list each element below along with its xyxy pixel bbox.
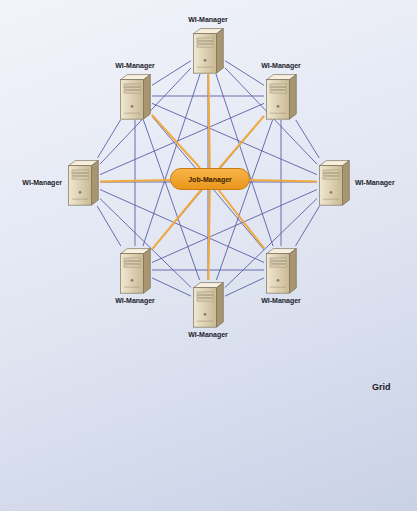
job-link bbox=[208, 190, 209, 280]
node-label: WI-Manager bbox=[188, 331, 228, 338]
job-link bbox=[250, 180, 317, 182]
mesh-link bbox=[100, 190, 264, 263]
mesh-link bbox=[216, 120, 272, 280]
mesh-link bbox=[225, 278, 264, 296]
node-label: Job-Manager bbox=[188, 176, 232, 183]
mesh-link bbox=[296, 120, 319, 158]
server-node: WI-Manager bbox=[191, 280, 225, 328]
mesh-link bbox=[152, 278, 191, 296]
grid-label: Grid bbox=[372, 382, 391, 392]
server-icon bbox=[66, 158, 100, 206]
mesh-link bbox=[135, 120, 136, 246]
server-node: WI-Manager bbox=[66, 158, 100, 206]
server-node: WI-Manager bbox=[191, 26, 225, 74]
mesh-link bbox=[143, 74, 200, 246]
node-label: WI-Manager bbox=[22, 179, 62, 186]
server-node: WI-Manager bbox=[118, 246, 152, 294]
server-icon bbox=[118, 246, 152, 294]
node-label: WI-Manager bbox=[115, 297, 155, 304]
mesh-link bbox=[152, 116, 264, 249]
server-icon bbox=[191, 280, 225, 328]
job-link bbox=[100, 180, 170, 182]
mesh-link bbox=[152, 116, 264, 249]
node-label: WI-Manager bbox=[188, 16, 228, 23]
server-node: WI-Manager bbox=[118, 72, 152, 120]
mesh-link bbox=[152, 61, 191, 86]
mesh-link bbox=[100, 68, 191, 164]
node-label: WI-Manager bbox=[261, 62, 301, 69]
mesh-link bbox=[295, 206, 319, 246]
job-link bbox=[152, 115, 200, 168]
node-label: WI-Manager bbox=[355, 179, 395, 186]
mesh-link bbox=[216, 74, 273, 246]
node-label: WI-Manager bbox=[115, 62, 155, 69]
manager-pill: Job-Manager bbox=[170, 168, 250, 190]
server-node: WI-Manager bbox=[264, 72, 298, 120]
job-link bbox=[219, 116, 264, 168]
mesh-link bbox=[97, 206, 121, 246]
mesh-link bbox=[225, 68, 317, 164]
job-link bbox=[152, 190, 201, 249]
server-node: WI-Manager bbox=[317, 158, 351, 206]
mesh-link bbox=[225, 61, 264, 86]
server-icon bbox=[191, 26, 225, 74]
job-link bbox=[208, 74, 209, 168]
mesh-link bbox=[98, 120, 121, 158]
server-icon bbox=[317, 158, 351, 206]
server-icon bbox=[264, 72, 298, 120]
job-link bbox=[219, 190, 264, 248]
node-label: WI-Manager bbox=[261, 297, 301, 304]
mesh-link bbox=[281, 120, 282, 246]
server-node: WI-Manager bbox=[264, 246, 298, 294]
server-icon bbox=[118, 72, 152, 120]
server-icon bbox=[264, 246, 298, 294]
